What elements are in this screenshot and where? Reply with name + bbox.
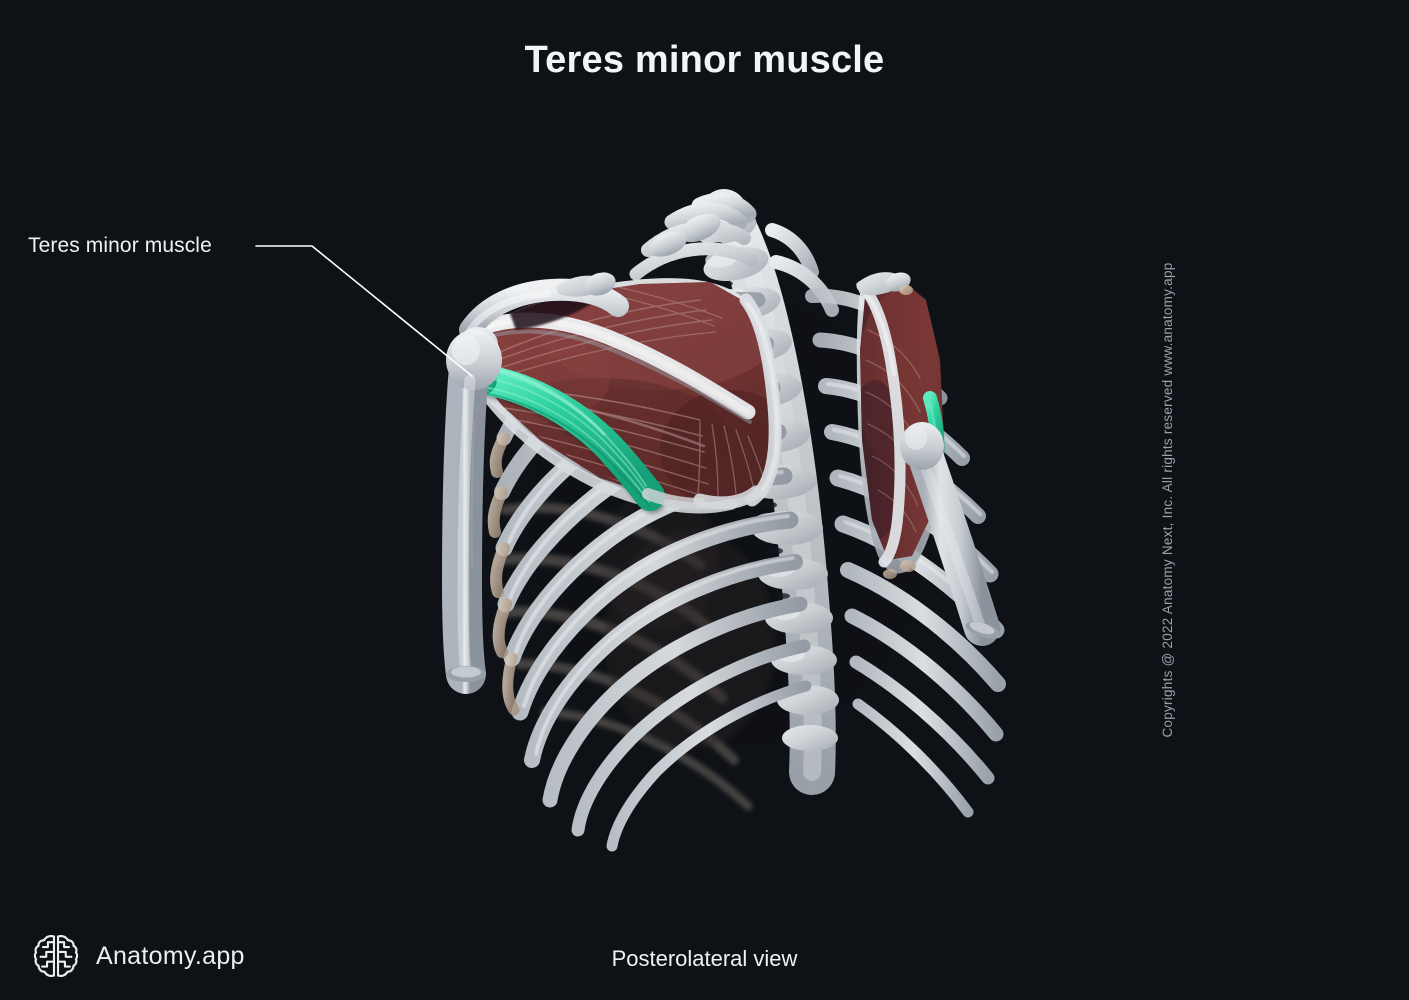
brand-logo-group: Anatomy.app (30, 930, 245, 982)
copyright-notice: Copyrights @ 2022 Anatomy Next, Inc. All… (1160, 262, 1176, 738)
brain-icon (33, 935, 79, 977)
page-title: Teres minor muscle (524, 39, 885, 81)
view-caption: Posterolateral view (611, 946, 798, 971)
brand-name: Anatomy.app (96, 941, 245, 970)
callout-label-teres-minor: Teres minor muscle (28, 234, 212, 257)
